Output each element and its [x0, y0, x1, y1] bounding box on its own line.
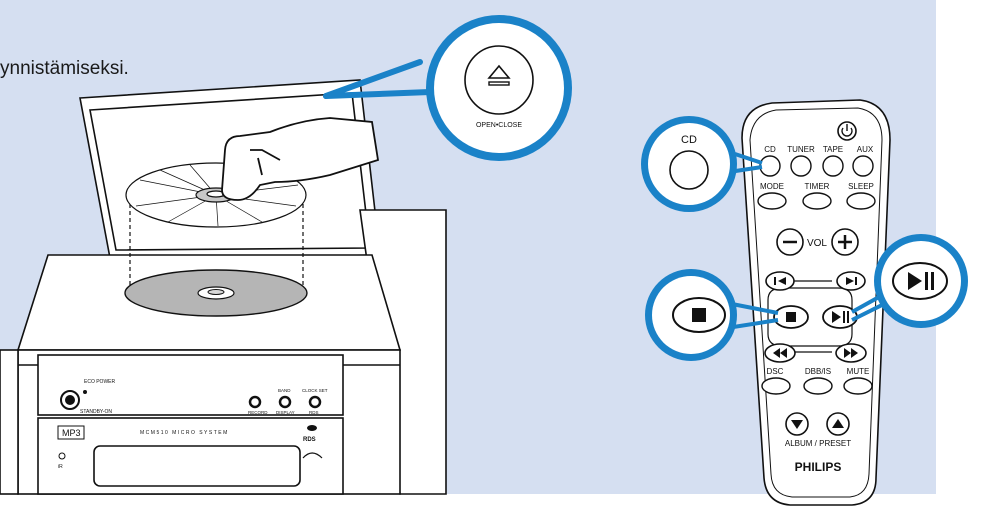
ir-label: iR [58, 464, 63, 470]
eco-power-label: ECO POWER [84, 379, 116, 385]
cd-tray [124, 269, 308, 317]
remote-play-pause-icon [832, 311, 849, 323]
remote-dsc-label: DSC [767, 367, 784, 376]
remote-control: CD TUNER TAPE AUX MODE TIMER SLEEP VOL [741, 99, 891, 506]
remote-dsc-button [761, 377, 791, 395]
guide-lines [129, 197, 304, 290]
remote-stop-icon [786, 312, 796, 322]
album-preset-label: ALBUM / PRESET [785, 439, 851, 448]
remote-sleep-label: SLEEP [848, 182, 874, 191]
cd-callout-button [669, 150, 709, 190]
instruction-caption: ynnistämiseksi. [0, 58, 129, 79]
band-label: BAND [278, 388, 291, 393]
remote-mute-label: MUTE [847, 367, 870, 376]
remote-tape-button [822, 155, 844, 177]
volume-label: VOL [807, 238, 827, 249]
up-arrow-icon [832, 419, 844, 428]
hand-icon [221, 117, 380, 201]
remote-timer-button [802, 192, 832, 210]
mp3-logo-text: MP3 [62, 428, 81, 438]
rds-logo: RDS [303, 437, 316, 443]
standby-on-label: STANDBY-ON [80, 409, 112, 415]
remote-tape-label: TAPE [823, 145, 843, 154]
remote-timer-label: TIMER [805, 182, 830, 191]
fast-forward-icon [844, 348, 858, 358]
remote-sleep-button [846, 192, 876, 210]
clock-set-label: CLOCK SET [302, 388, 328, 393]
next-icon [846, 277, 857, 285]
record-label: RECORD [248, 410, 268, 415]
control-strip [37, 354, 344, 416]
rds-label: RDS [309, 410, 319, 415]
remote-aux-label: AUX [857, 145, 874, 154]
remote-cd-label: CD [764, 145, 776, 154]
remote-cd-button [759, 155, 781, 177]
previous-icon [774, 277, 786, 285]
power-icon [841, 127, 853, 137]
eject-icon [487, 64, 511, 86]
rewind-icon [773, 348, 787, 358]
remote-tuner-button [790, 155, 812, 177]
remote-tuner-label: TUNER [787, 145, 815, 154]
open-close-label: OPEN•CLOSE [476, 122, 522, 129]
play-pause-icon [908, 272, 934, 290]
mp3-logo [57, 425, 85, 440]
remote-aux-button [852, 155, 874, 177]
remote-mode-button [757, 192, 787, 210]
cd-callout-label: CD [681, 134, 697, 146]
cd-callout: CD [641, 116, 763, 212]
model-label: MCM510 MICRO SYSTEM [140, 430, 229, 436]
display-window [93, 445, 301, 487]
stereo-controls: ECO POWER STANDBY-ON RECORD BAND DISPLAY… [57, 379, 328, 470]
display-label: DISPLAY [276, 410, 295, 415]
remote-dbb-label: DBB/IS [805, 367, 831, 376]
open-close-callout: OPEN•CLOSE [323, 15, 572, 161]
stop-icon [692, 308, 706, 322]
play-pause-callout [851, 234, 968, 328]
down-arrow-icon [791, 420, 803, 429]
remote-dbb-button [803, 377, 833, 395]
remote-mode-label: MODE [760, 182, 784, 191]
stop-callout [645, 269, 779, 361]
open-close-button [464, 45, 534, 115]
remote-mute-button [843, 377, 873, 395]
brand-logo: PHILIPS [795, 460, 842, 474]
